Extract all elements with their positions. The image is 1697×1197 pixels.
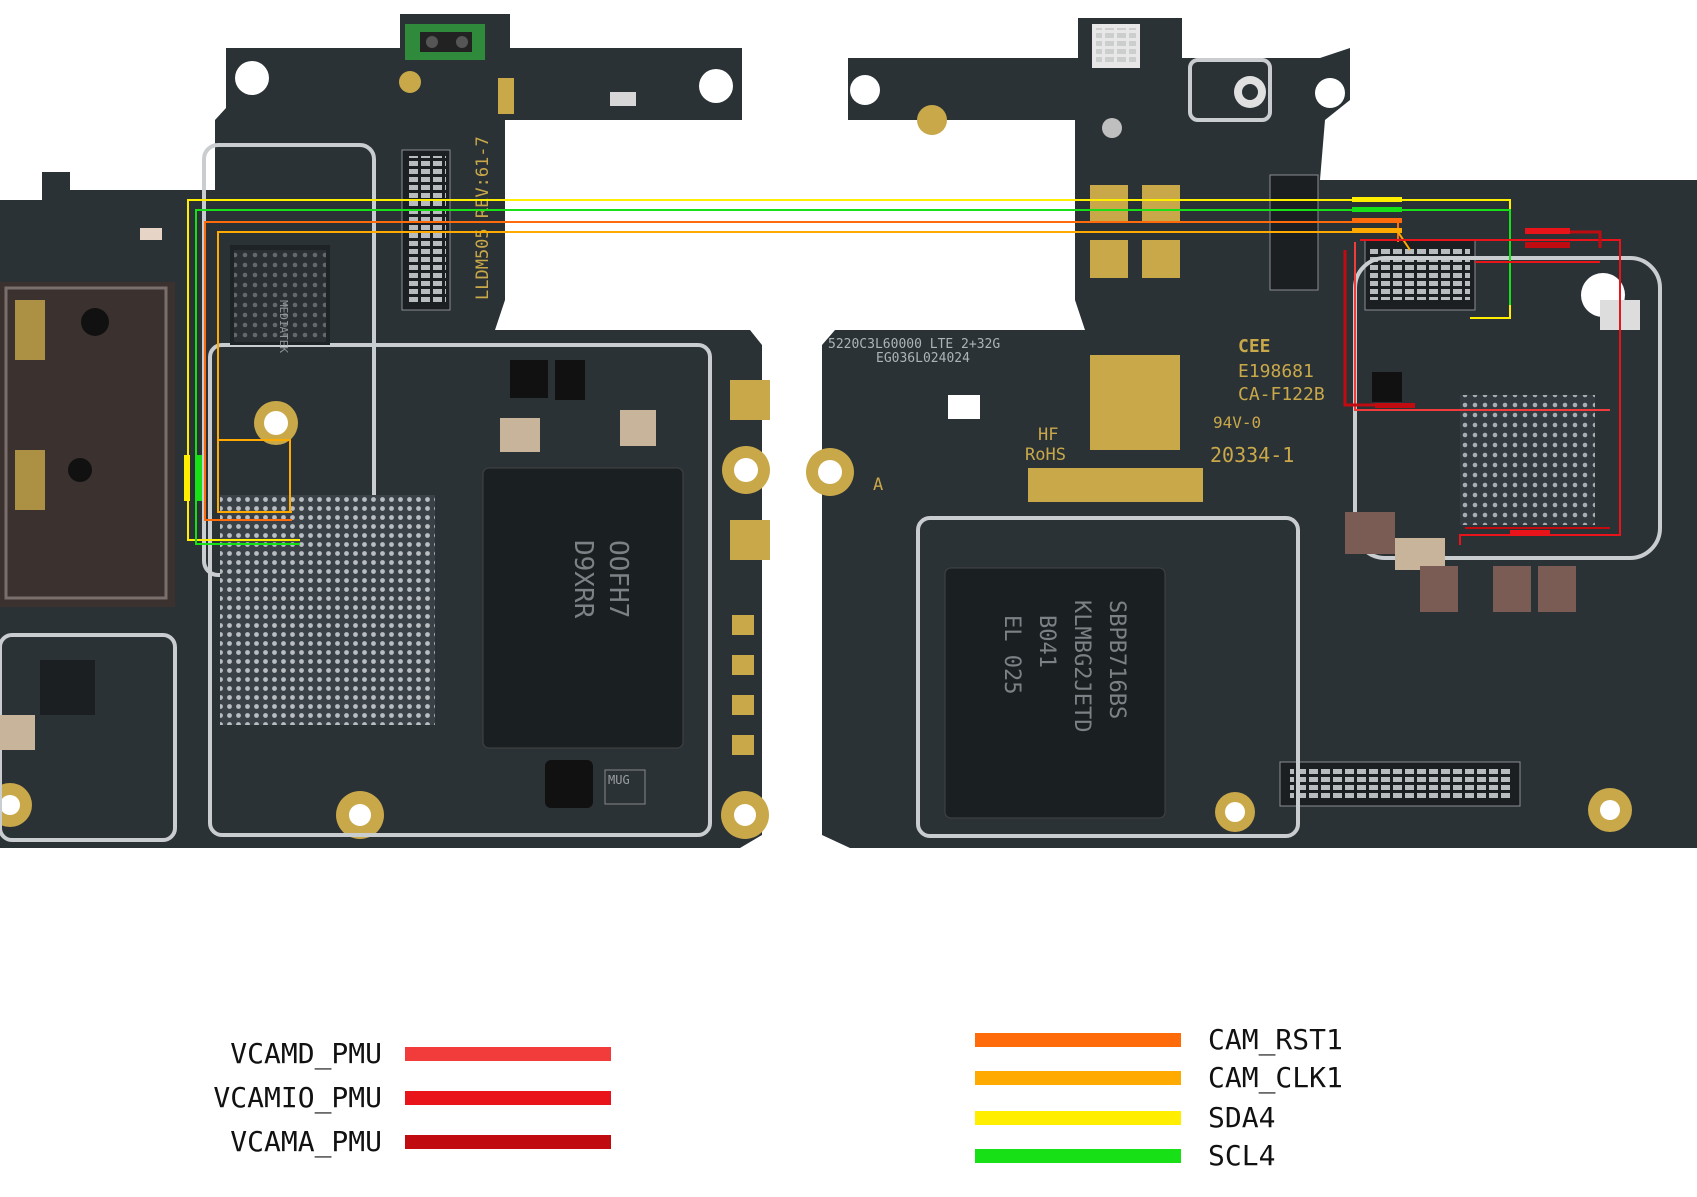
legend-label-vcamd-pmu: VCAMD_PMU	[230, 1037, 382, 1070]
pcb-diagram: MEDIATEK OOFH7 D9XRR MUG LLDM505 REV:61-…	[0, 14, 1697, 848]
legend-swatch-sda4	[975, 1111, 1181, 1125]
cert-5: 20334-1	[1210, 443, 1294, 467]
emmc-marking-2: SBPB716BS	[1104, 600, 1129, 719]
cert-3: CA-F122B	[1238, 384, 1325, 405]
left-board: MEDIATEK OOFH7 D9XRR MUG LLDM505 REV:61-…	[0, 14, 770, 848]
trace-vcamio-pmu	[1360, 239, 1621, 545]
pmic-marking: MEDIATEK	[277, 300, 290, 353]
cert-2: E198681	[1238, 361, 1314, 382]
legend-swatch-cam-clk1	[975, 1071, 1181, 1085]
emmc-marking-3: B041	[1034, 615, 1059, 668]
emmc-marking-4: EL 025	[999, 615, 1024, 694]
legend-swatch-vcama-pmu	[405, 1135, 611, 1149]
right-board: KLMBG2JETD SBPB716BS B041 EL 025 5220C3L…	[806, 18, 1697, 848]
rohs-1: HF	[1038, 425, 1058, 445]
mem-marking-top: OOFH7	[603, 540, 633, 618]
legend-label-sda4: SDA4	[1208, 1101, 1276, 1134]
legend-label-cam-rst1: CAM_RST1	[1208, 1023, 1343, 1056]
legend-swatch-vcamio-pmu	[405, 1091, 611, 1105]
rohs-2: RoHS	[1025, 445, 1066, 465]
legend-label-scl4: SCL4	[1208, 1139, 1276, 1172]
left-rev-label: LLDM505 REV:61-7	[473, 136, 493, 300]
legend-swatch-cam-rst1	[975, 1033, 1181, 1047]
legend-label-vcama-pmu: VCAMA_PMU	[230, 1125, 382, 1158]
legend-label-cam-clk1: CAM_CLK1	[1208, 1061, 1343, 1094]
cert-4: 94V-0	[1213, 413, 1261, 432]
emmc-marking-1: KLMBG2JETD	[1069, 600, 1094, 732]
legend-label-vcamio-pmu: VCAMIO_PMU	[213, 1081, 382, 1114]
trace-cam-clk1	[217, 231, 1411, 513]
trace-vcamd-pmu	[1354, 242, 1610, 411]
trace-scl4	[195, 209, 1511, 545]
arrow-label: A	[873, 475, 883, 495]
cert-1: CEE	[1238, 336, 1271, 357]
board-id: 5220C3L60000 LTE 2+32G	[828, 337, 1000, 352]
legend-swatch-vcamd-pmu	[405, 1047, 611, 1061]
mem-marking-bottom: D9XRR	[568, 540, 598, 619]
trace-sda4	[187, 199, 1511, 541]
legend-swatch-scl4	[975, 1149, 1181, 1163]
trace-vcama-pmu	[1343, 250, 1382, 407]
board-sub: EG036L024024	[876, 351, 970, 366]
mug-label: MUG	[608, 773, 630, 787]
signal-traces	[184, 197, 1621, 545]
